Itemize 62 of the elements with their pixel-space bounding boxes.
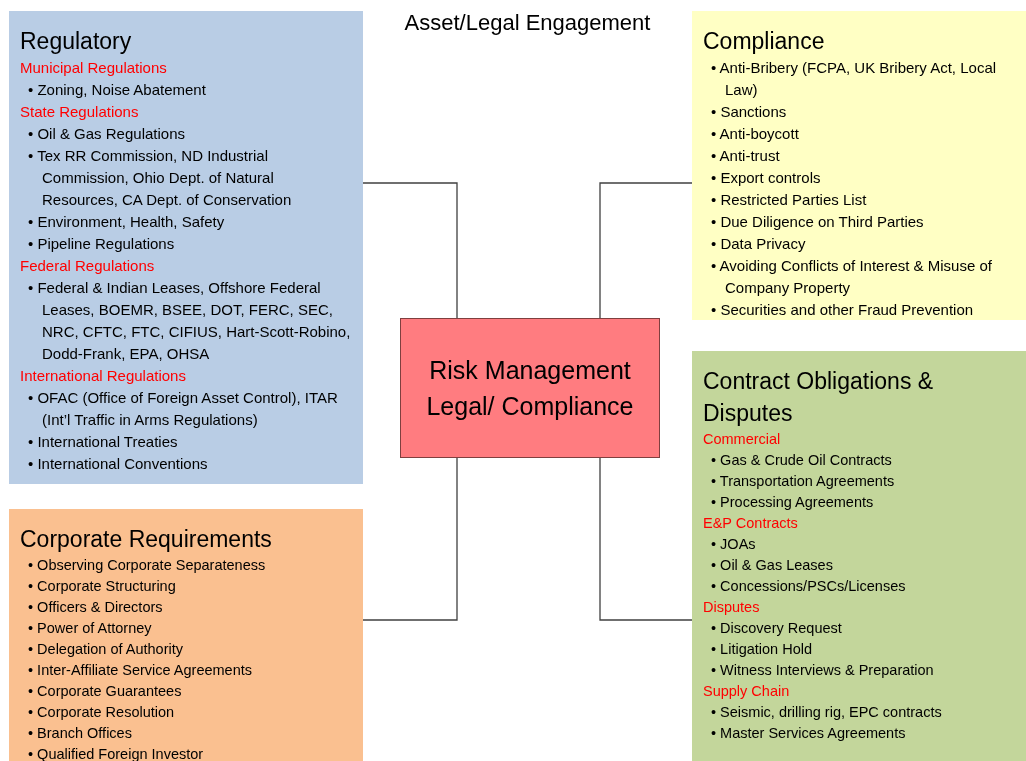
list-item: • Avoiding Conflicts of Interest & Misuse of Company Property — [710, 256, 993, 298]
list-item: • Securities and other Fraud Prevention — [710, 300, 975, 320]
list-item: • Power of Attorney — [27, 619, 153, 638]
list-item: • Corporate Resolution — [27, 703, 176, 722]
section-heading: Supply Chain — [703, 682, 791, 701]
list-item: • Pipeline Regulations — [27, 234, 176, 254]
list-item: • Oil & Gas Leases — [710, 556, 834, 575]
connector-line — [362, 457, 458, 621]
panel-heading: Corporate Requirements — [20, 525, 273, 554]
section-heading: E&P Contracts — [703, 514, 799, 533]
list-item: • Gas & Crude Oil Contracts — [710, 451, 893, 470]
category-panel — [9, 509, 363, 761]
list-item: • Anti-trust — [710, 146, 781, 166]
list-item: • Sanctions — [710, 102, 788, 122]
list-item: • Anti-boycott — [710, 124, 800, 144]
list-item: • Branch Offices — [27, 724, 133, 743]
category-panel — [692, 351, 1026, 761]
panel-heading: Regulatory — [20, 27, 133, 56]
connector-line — [599, 182, 693, 319]
connector-line — [362, 182, 458, 319]
list-item: • Corporate Guarantees — [27, 682, 183, 701]
list-item: • Tex RR Commission, ND Industrial Commission, Ohio Dept. of Natural Resources, CA Dept. of Conservation — [27, 146, 293, 210]
center-box — [400, 318, 660, 458]
list-item: • Delegation of Authority — [27, 640, 184, 659]
list-item: • Observing Corporate Separateness — [27, 556, 267, 575]
section-heading: State Regulations — [20, 102, 140, 122]
list-item: • Seismic, drilling rig, EPC contracts — [710, 703, 943, 722]
list-item: • Anti-Bribery (FCPA, UK Bribery Act, Local Law) — [710, 58, 998, 100]
list-item: • Due Diligence on Third Parties — [710, 212, 925, 232]
list-item: • Processing Agreements — [710, 493, 875, 512]
list-item: • Data Privacy — [710, 234, 807, 254]
section-heading: Commercial — [703, 430, 782, 449]
list-item: • Federal & Indian Leases, Offshore Federal Leases, BOEMR, BSEE, DOT, FERC, SEC, NRC, CFTC, FTC, CIFIUS, Hart-Scott-Robino, Dodd-Frank, EPA, OHSA — [27, 278, 352, 364]
diagram-title: Asset/Legal Engagement — [403, 9, 652, 37]
panel-heading: Compliance — [703, 27, 826, 56]
list-item: • Concessions/PSCs/Licenses — [710, 577, 907, 596]
list-item: • Environment, Health, Safety — [27, 212, 226, 232]
list-item: • Corporate Structuring — [27, 577, 177, 596]
category-panel — [9, 11, 363, 484]
list-item: • Oil & Gas Regulations — [27, 124, 186, 144]
list-item: • JOAs — [710, 535, 757, 554]
section-heading: International Regulations — [20, 366, 187, 386]
list-item: • Officers & Directors — [27, 598, 164, 617]
section-heading: Municipal Regulations — [20, 58, 168, 78]
list-item: • International Treaties — [27, 432, 179, 452]
list-item: • Zoning, Noise Abatement — [27, 80, 207, 100]
list-item: • International Conventions — [27, 454, 209, 474]
connector-line — [599, 457, 693, 621]
list-item: • OFAC (Office of Foreign Asset Control), ITAR (Int’l Traffic in Arms Regulations) — [27, 388, 339, 430]
list-item: • Litigation Hold — [710, 640, 813, 659]
section-heading: Disputes — [703, 598, 761, 617]
list-item: • Export controls — [710, 168, 822, 188]
list-item: • Discovery Request — [710, 619, 843, 638]
list-item: • Inter-Affiliate Service Agreements — [27, 661, 254, 680]
list-item: • Master Services Agreements — [710, 724, 907, 743]
list-item: • Witness Interviews & Preparation — [710, 661, 935, 680]
section-heading: Federal Regulations — [20, 256, 156, 276]
category-panel — [692, 11, 1026, 320]
panel-heading: Contract Obligations & Disputes — [703, 367, 935, 428]
list-item: • Restricted Parties List — [710, 190, 868, 210]
center-title: Risk Management Legal/ Compliance — [425, 355, 635, 422]
list-item: • Transportation Agreements — [710, 472, 896, 491]
